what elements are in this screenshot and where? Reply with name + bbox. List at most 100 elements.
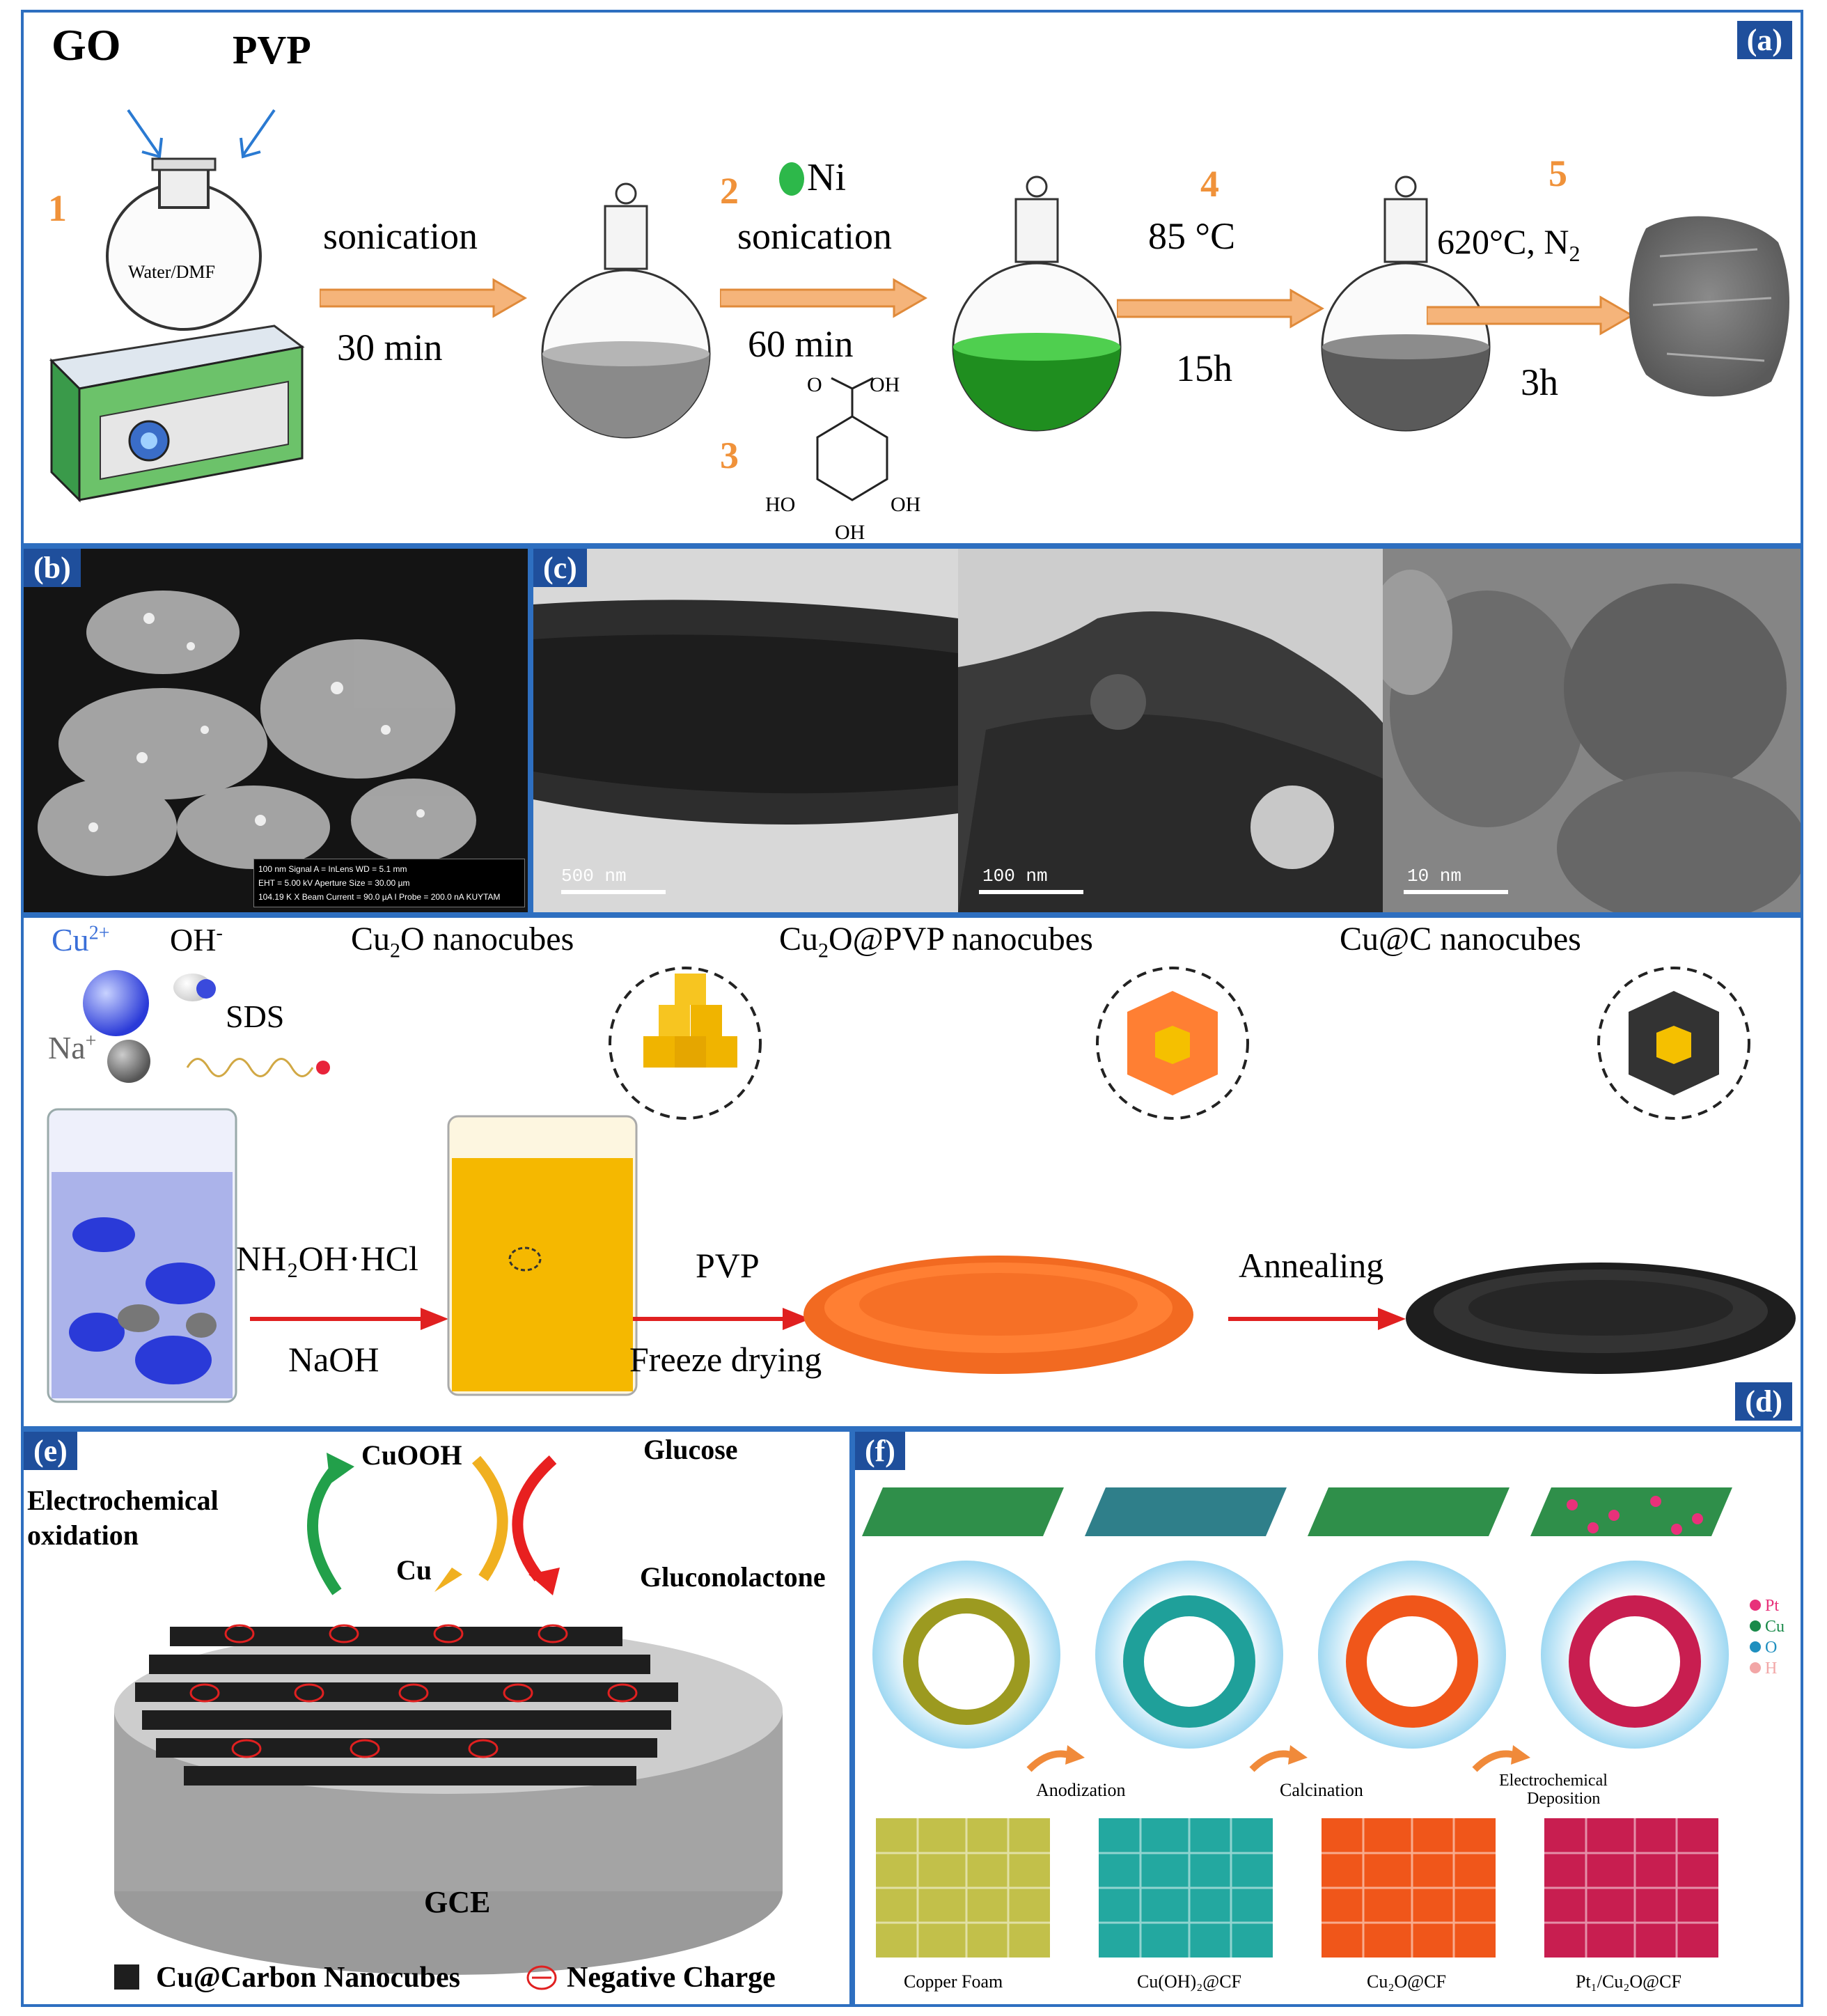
step-2: 2 (720, 170, 739, 212)
flask-dark (1321, 175, 1491, 432)
flask-grey (541, 182, 711, 439)
na-ion-sphere (107, 1040, 150, 1083)
atomic-layers (862, 1487, 1732, 1536)
arrow-3 (1117, 288, 1324, 329)
tem-1-scalebar (561, 890, 666, 894)
panel-d: (d) Cu2+ OH- Na+ SDS NH₂OH·HCl NaOH Cu2O… (21, 915, 1803, 1429)
tem-image-1-texture (533, 549, 958, 912)
tem-1-scale-label: 500 nm (561, 866, 627, 886)
sds-label: SDS (226, 999, 285, 1034)
legend-h: H (1750, 1658, 1785, 1679)
arrow1-bottom-label: 30 min (337, 327, 443, 368)
arrow-1 (320, 278, 527, 318)
ni-label: Ni (807, 156, 846, 199)
cu-ion-sphere (83, 970, 149, 1036)
tem-3-scale-label: 10 nm (1407, 866, 1462, 886)
pvp-label: PVP (233, 27, 311, 72)
structure-spheres (872, 1561, 1729, 1749)
ni-dot (779, 162, 804, 196)
product-sheet-image (1629, 216, 1790, 397)
step-4: 4 (1200, 163, 1219, 205)
electro-label-1: Electrochemical (27, 1485, 219, 1516)
na-ion-label: Na+ (48, 1030, 97, 1065)
legend-cu: Cu (1750, 1616, 1785, 1637)
d-arrow2-bottom: Freeze drying (629, 1340, 822, 1379)
tem-image-1: 500 nm (533, 549, 958, 912)
step-5: 5 (1548, 153, 1567, 194)
label-pt-cu2o: Pt₁/Cu₂O@CF (1576, 1971, 1681, 1992)
gallic-acid-structure (816, 377, 888, 501)
d-arrow1-bottom: NaOH (288, 1340, 379, 1379)
panel-f-tag: (f) (855, 1432, 905, 1470)
pvp-title: Cu2O@PVP nanocubes (779, 921, 1093, 962)
legend-cube-label: Cu@Carbon Nanocubes (156, 1962, 460, 1994)
step-1: 1 (48, 187, 67, 229)
panel-d-tag: (d) (1735, 1382, 1792, 1421)
sem-info-bar: 100 nm Signal A = InLens WD = 5.1 mm EHT… (253, 859, 525, 907)
legend-pt: Pt (1750, 1595, 1785, 1616)
cuc-pile (1406, 1263, 1796, 1374)
tem-image-2: 100 nm (958, 549, 1383, 912)
arrow2-top-label: sonication (737, 215, 892, 257)
mol-ho-left: HO (765, 493, 796, 516)
tem-image-3: 10 nm (1383, 549, 1801, 912)
oh-ion-label: OH- (170, 922, 223, 958)
flask-green (952, 175, 1122, 432)
glucose-label: Glucose (643, 1434, 738, 1465)
gluconolactone-label: Gluconolactone (640, 1561, 826, 1593)
tem-3-scalebar (1404, 890, 1508, 894)
arrow-2 (720, 278, 927, 318)
panel-c: 500 nm 100 nm 10 nm (c) (531, 546, 1803, 915)
d-arrow-3 (1228, 1308, 1406, 1330)
panel-a-tag: (a) (1736, 21, 1792, 59)
beaker-cu2o (447, 1115, 638, 1396)
arrow3-top-label: 85 °C (1148, 215, 1236, 257)
label-cuoh2: Cu(OH)₂@CF (1137, 1971, 1242, 1992)
panel-f: (f) Pt Cu O H Anodizati (852, 1429, 1803, 2007)
arrow2-bottom-label: 60 min (748, 323, 854, 365)
sem-image (24, 549, 528, 912)
panel-a: (a) GO PVP Water/DMF 1 sonication 30 min… (21, 10, 1803, 546)
cu2o-title: Cu2O nanocubes (351, 921, 574, 962)
tem-image-3-texture (1383, 549, 1801, 912)
legend-o-dot (1750, 1641, 1761, 1652)
gce-electrode (114, 1624, 783, 1975)
reaction-arrows (307, 1453, 560, 1595)
mol-o: O (807, 373, 822, 396)
panel-e-tag: (e) (24, 1432, 77, 1470)
label-copper-foam: Copper Foam (904, 1971, 1003, 1992)
cuooh-label: CuOOH (361, 1439, 462, 1471)
mol-oh-top: OH (870, 373, 900, 396)
label-cu2o: Cu₂O@CF (1367, 1971, 1446, 1992)
oh-ion-h (196, 979, 216, 999)
legend-pt-dot (1750, 1600, 1761, 1611)
f-step-arrows (1026, 1745, 1530, 1772)
mol-oh-bottom: OH (835, 521, 865, 544)
sem-info-line-1: 100 nm Signal A = InLens WD = 5.1 mm (258, 864, 407, 874)
cu-label: Cu (396, 1554, 432, 1586)
legend-cube-swatch (114, 1964, 139, 1990)
arrow1-top-label: sonication (323, 215, 478, 257)
step-electro-2: Deposition (1527, 1790, 1601, 1808)
pvp-zoom-circle (1096, 967, 1249, 1120)
electro-label-2: oxidation (27, 1519, 139, 1551)
d-arrow-1 (250, 1308, 448, 1330)
step-calcination: Calcination (1280, 1780, 1363, 1800)
legend-h-dot (1750, 1662, 1761, 1673)
solvent-label: Water/DMF (128, 262, 215, 282)
arrow3-bottom-label: 15h (1176, 347, 1232, 389)
sem-info-line-3: 104.19 K X Beam Current = 90.0 µA I Prob… (258, 892, 501, 902)
panel-b-tag: (b) (24, 549, 81, 587)
panel-c-tag: (c) (533, 549, 587, 587)
legend-charge-label: Negative Charge (567, 1962, 776, 1994)
step-3: 3 (720, 435, 739, 476)
beaker-reactants (47, 1108, 237, 1403)
arrow4-bottom-label: 3h (1521, 361, 1558, 403)
legend-charge-symbol (526, 1965, 557, 1990)
go-label: GO (52, 20, 121, 70)
tem-2-scalebar (979, 890, 1083, 894)
hotplate-stirrer (49, 157, 305, 503)
arrow4-top-label: 620°C, N2 (1437, 222, 1581, 266)
step-anodization: Anodization (1036, 1780, 1126, 1800)
cuc-zoom-circle (1597, 967, 1750, 1120)
